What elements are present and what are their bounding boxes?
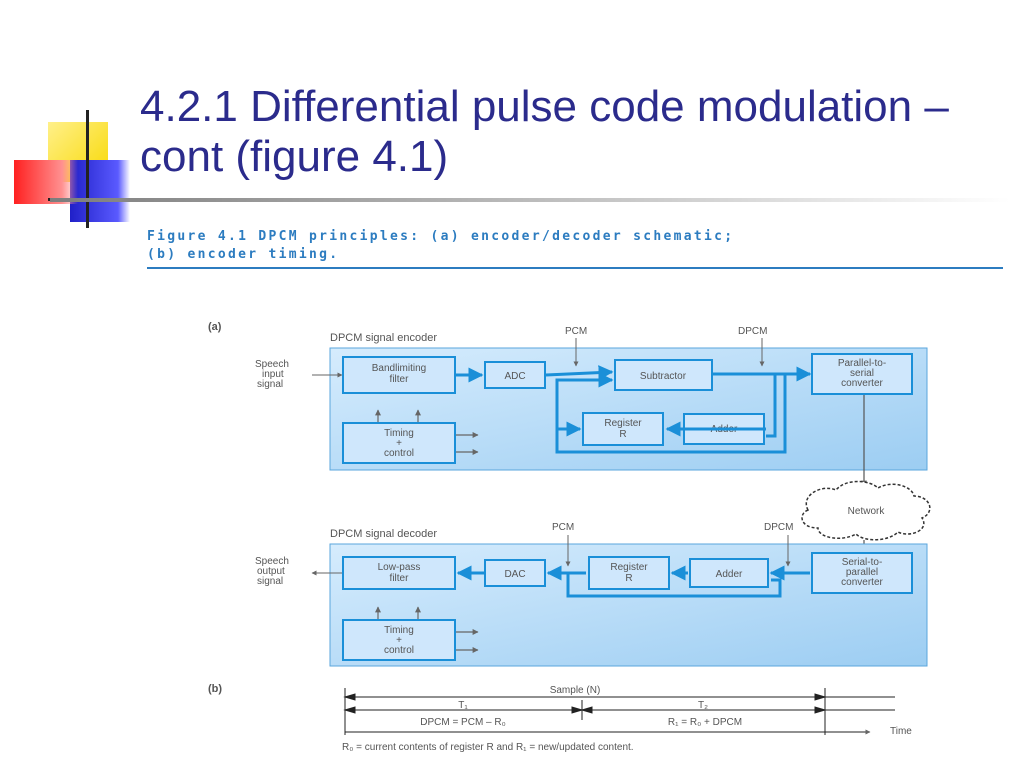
slide-title: 4.2.1 Differential pulse code modulation… xyxy=(140,82,1000,182)
svg-text:Subtractor: Subtractor xyxy=(640,371,687,382)
part-b-label: (b) xyxy=(208,683,222,695)
svg-text:Register: Register xyxy=(604,418,642,429)
title-underline xyxy=(50,198,1010,202)
svg-text:control: control xyxy=(384,645,414,656)
register-block-decoder xyxy=(588,556,670,590)
title-line-1: 4.2.1 Differential pulse code modulation… xyxy=(140,82,949,131)
adder-block-decoder xyxy=(689,558,769,588)
register-block-encoder xyxy=(582,412,664,446)
svg-text:Register: Register xyxy=(610,562,648,573)
svg-text:DAC: DAC xyxy=(504,569,525,580)
parallel-to-serial-block xyxy=(811,353,913,395)
encoder-timing xyxy=(343,688,895,735)
svg-text:input: input xyxy=(262,369,284,380)
svg-text:Parallel-to-: Parallel-to- xyxy=(838,358,886,369)
dac-block xyxy=(484,559,546,587)
figure-caption: Figure 4.1 DPCM principles: (a) encoder/… xyxy=(147,228,1007,264)
svg-text:Low-pass: Low-pass xyxy=(378,562,421,573)
decoder-section: DPCM signal decoder PCM DPCM Speech outp… xyxy=(255,522,928,667)
dpcm-label-decoder: DPCM xyxy=(764,522,793,533)
timing-control-block-decoder xyxy=(342,619,456,661)
low-pass-filter-block xyxy=(342,556,456,590)
subtractor-block xyxy=(614,359,713,391)
timing-footnote: R₀ = current contents of register R and … xyxy=(342,742,634,753)
caption-underline xyxy=(147,267,1003,269)
title-line-2: cont (figure 4.1) xyxy=(140,132,449,181)
svg-text:R: R xyxy=(619,429,626,440)
caption-line-1: Figure 4.1 DPCM principles: (a) encoder/… xyxy=(147,229,735,244)
svg-text:Speech: Speech xyxy=(255,359,289,370)
t2-label: T₂ xyxy=(698,700,708,711)
serial-to-parallel-block xyxy=(811,552,913,594)
encoder-section: DPCM signal encoder PCM DPCM Speech inpu… xyxy=(255,326,928,487)
speech-output-label: Speech output signal xyxy=(255,556,289,587)
sample-label: Sample (N) xyxy=(550,685,601,696)
speech-input-label: Speech input signal xyxy=(255,359,289,390)
svg-text:signal: signal xyxy=(257,576,283,587)
svg-text:Speech: Speech xyxy=(255,556,289,567)
svg-text:signal: signal xyxy=(257,379,283,390)
svg-text:Timing: Timing xyxy=(384,428,414,439)
svg-text:+: + xyxy=(396,438,402,449)
pcm-label-encoder: PCM xyxy=(565,326,587,337)
svg-text:converter: converter xyxy=(841,577,883,588)
network-label: Network xyxy=(848,506,886,517)
t1-label: T₁ xyxy=(458,700,468,711)
svg-text:Adder: Adder xyxy=(716,569,743,580)
deco-red-square xyxy=(14,160,78,204)
svg-text:control: control xyxy=(384,448,414,459)
time-label: Time xyxy=(890,726,912,737)
svg-text:Serial-to-: Serial-to- xyxy=(842,557,883,568)
svg-text:parallel: parallel xyxy=(846,567,878,578)
bandlimiting-filter-block xyxy=(342,356,456,394)
svg-text:R: R xyxy=(625,573,632,584)
decoder-title: DPCM signal decoder xyxy=(330,528,437,540)
svg-text:filter: filter xyxy=(390,573,410,584)
encoder-title: DPCM signal encoder xyxy=(330,332,437,344)
pcm-label-decoder: PCM xyxy=(552,522,574,533)
formula-dpcm: DPCM = PCM – R₀ xyxy=(420,717,506,728)
svg-text:filter: filter xyxy=(390,374,410,385)
formula-register: R₁ = R₀ + DPCM xyxy=(668,717,742,728)
deco-vertical-line xyxy=(86,110,89,228)
caption-line-2: (b) encoder timing. xyxy=(147,247,340,262)
network-cloud: Network xyxy=(801,480,931,541)
deco-blue-square xyxy=(70,160,130,222)
svg-text:serial: serial xyxy=(850,368,874,379)
svg-text:output: output xyxy=(257,566,285,577)
svg-text:Bandlimiting: Bandlimiting xyxy=(372,363,426,374)
svg-text:Timing: Timing xyxy=(384,625,414,636)
svg-text:converter: converter xyxy=(841,378,883,389)
svg-text:+: + xyxy=(396,635,402,646)
adc-block xyxy=(484,361,546,389)
dpcm-label-encoder: DPCM xyxy=(738,326,767,337)
part-a-label: (a) xyxy=(208,321,222,333)
svg-text:ADC: ADC xyxy=(504,371,525,382)
timing-control-block-encoder xyxy=(342,422,456,464)
